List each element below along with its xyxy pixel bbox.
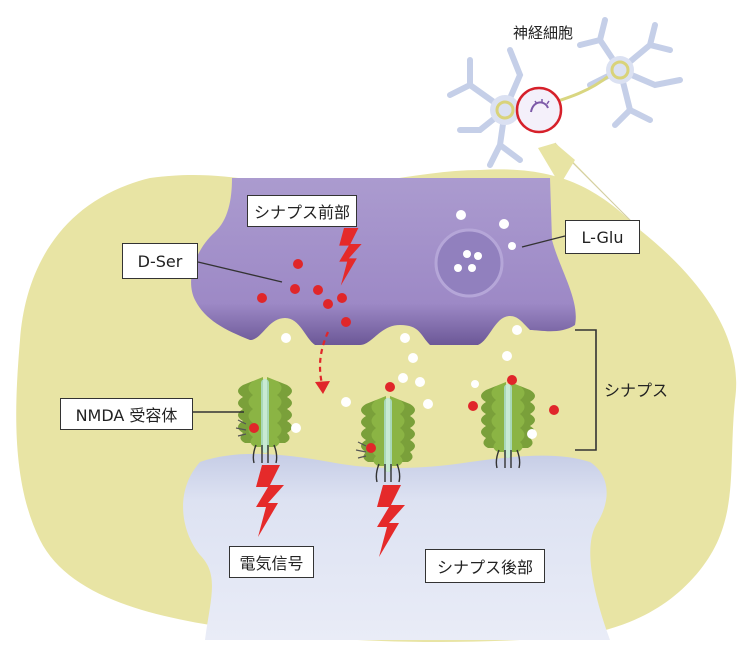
neuron-cell-icon [447, 17, 683, 231]
l-glu-molecules [281, 210, 537, 439]
nmda-receptor [238, 377, 292, 453]
postsynaptic-terminal [183, 453, 610, 640]
electric-signal-label: 電気信号 [229, 546, 314, 578]
release-arrow [318, 331, 330, 385]
d-ser-label: D-Ser [122, 243, 198, 279]
d-ser-molecules [249, 259, 559, 453]
presynaptic-label: シナプス前部 [247, 195, 357, 227]
arrowhead-icon [315, 381, 330, 394]
l-glu-label: L-Glu [565, 220, 640, 254]
neuron-label: 神経細胞 [513, 24, 574, 42]
leader-lines [192, 235, 566, 413]
nmda-receptor [481, 382, 535, 458]
motion-marks [235, 419, 367, 459]
nmda-receptor [361, 396, 415, 472]
postsynaptic-label: シナプス後部 [425, 549, 545, 583]
synaptic-vesicle [434, 228, 504, 298]
synapse-label: シナプス [604, 381, 669, 400]
synapse-bracket [575, 329, 597, 451]
receptor-anchors [252, 444, 521, 483]
nmda-receptor-label: NMDA 受容体 [60, 398, 193, 430]
